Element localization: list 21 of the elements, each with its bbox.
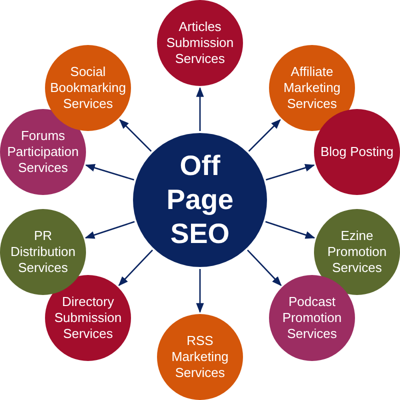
arrow (266, 164, 315, 180)
arrow (196, 269, 204, 313)
service-label: Ezine Promotion Services (326, 228, 388, 276)
service-label: Directory Submission Services (53, 294, 123, 342)
arrow (196, 87, 204, 131)
arrow (85, 164, 134, 180)
service-label: Social Bookmarking Services (49, 64, 127, 112)
service-label: Blog Posting (320, 144, 394, 160)
arrow (118, 250, 153, 286)
service-label: Podcast Promotion Services (281, 294, 343, 342)
service-label: RSS Marketing Services (170, 333, 230, 381)
service-label: Affiliate Marketing Services (282, 64, 342, 112)
service-label: PR Distribution Services (9, 228, 77, 276)
title-text: Off Page SEO (166, 149, 234, 251)
arrow (119, 119, 152, 152)
service-label: Forums Participation Services (6, 128, 80, 176)
arrow (84, 221, 135, 239)
arrow (247, 250, 282, 286)
service-label: Articles Submission Services (165, 19, 235, 67)
arrow (265, 221, 316, 239)
arrow (248, 119, 281, 152)
